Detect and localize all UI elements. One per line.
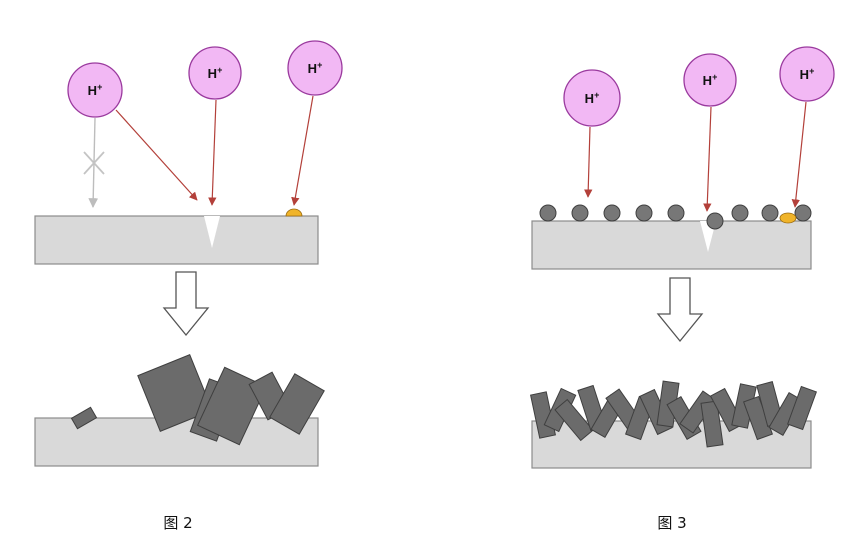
ion-charge: + [317,60,322,70]
svg-text:H+: H+ [800,66,815,82]
sphere [794,204,812,222]
crack [204,216,220,248]
flake [787,385,817,431]
attack-arrow-impurity [291,95,314,206]
substrate-top [531,220,812,270]
substrate-top [34,215,319,265]
sphere [635,204,653,222]
flake [700,400,724,448]
sphere [539,204,557,222]
svg-text:H+: H+ [585,90,600,106]
process-down-arrow [162,271,210,337]
ion-label: H [703,73,712,88]
h-ion-1: H+ [67,62,123,118]
h-ion-2: H+ [188,46,242,100]
flake [269,373,325,435]
caption-figure-3: 图 3 [657,514,686,532]
figure-3: H+ H+ H+ [530,46,835,532]
flakes-small [530,380,817,448]
ion-label: H [208,66,217,81]
svg-text:H+: H+ [308,60,323,76]
sphere [571,204,589,222]
sphere [761,204,779,222]
attack-arrow-surface [584,126,593,198]
attack-arrow-crack [703,106,712,212]
impurity-dot [285,208,303,217]
attack-arrow-diagonal [115,109,198,201]
sphere [667,204,685,222]
blocked-x-icon [83,151,105,175]
h-ion-4: H+ [563,69,621,127]
ion-label: H [800,67,809,82]
process-down-arrow [656,277,704,343]
sphere [706,212,724,230]
h-ion-5: H+ [683,53,737,107]
ion-label: H [585,91,594,106]
surface-spheres [539,204,812,230]
ion-charge: + [594,90,599,100]
flake [137,354,213,432]
svg-text:H+: H+ [88,82,103,98]
attack-arrow-impurity [791,101,807,208]
attack-arrow-crack [208,99,217,206]
svg-text:H+: H+ [703,72,718,88]
svg-text:H+: H+ [208,65,223,81]
figure-2: H+ H+ H+ [34,40,343,532]
ion-label: H [88,83,97,98]
ion-charge: + [97,82,102,92]
ion-charge: + [712,72,717,82]
h-ion-3: H+ [287,40,343,96]
ion-label: H [308,61,317,76]
sphere [731,204,749,222]
h-ion-6: H+ [779,46,835,102]
ion-charge: + [809,66,814,76]
flakes-large [70,354,325,446]
sphere [603,204,621,222]
flake [554,398,594,442]
impurity-dot [779,212,797,224]
caption-figure-2: 图 2 [163,514,192,532]
ion-charge: + [217,65,222,75]
flake [70,406,98,430]
flake [196,366,268,446]
